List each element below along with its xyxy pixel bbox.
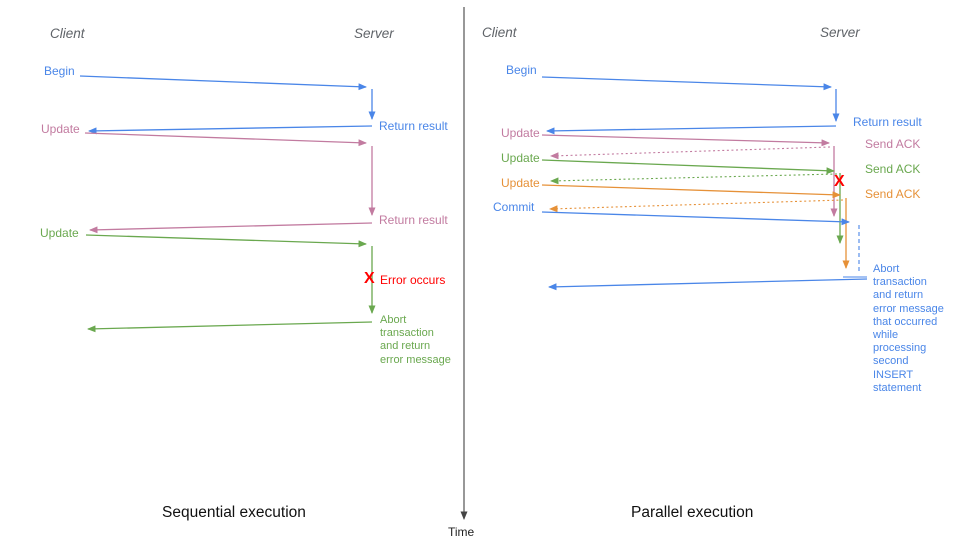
left-update2-request-arrow — [85, 234, 367, 248]
left-begin-label: Begin — [44, 64, 75, 78]
right-client-header: Client — [482, 25, 517, 40]
right-commit-request-arrow — [541, 211, 850, 226]
right-update3-request-arrow — [541, 184, 841, 199]
right-begin-request-arrow — [541, 76, 832, 91]
right-update1-label: Update — [501, 126, 540, 140]
left-update1-label: Update — [41, 122, 80, 136]
right-update2-ack-dotted-arrow — [550, 173, 838, 185]
left-abort-response-arrow — [87, 321, 373, 333]
left-begin-response-arrow — [88, 125, 373, 135]
right-update2-label: Update — [501, 151, 540, 165]
time-axis-label: Time — [448, 525, 475, 539]
left-update1-return-label: Return result — [379, 213, 448, 227]
right-update1-request-arrow — [541, 134, 830, 147]
left-abort-message: Abort transaction and return error messa… — [380, 314, 451, 366]
right-update3-ack-label: Send ACK — [865, 187, 921, 201]
right-begin-return-label: Return result — [853, 115, 922, 129]
left-error-label: Error occurs — [380, 273, 446, 287]
right-parallel-diagram-lines — [541, 76, 868, 291]
right-update1-ack-dotted-arrow — [550, 146, 831, 160]
left-server-header: Server — [354, 26, 394, 41]
left-update2-label: Update — [40, 226, 79, 240]
left-sequential-diagram-lines — [79, 75, 376, 333]
right-update2-ack-label: Send ACK — [865, 162, 921, 176]
left-error-x-icon: X — [364, 270, 375, 287]
right-begin-response-arrow — [546, 125, 837, 135]
left-client-header: Client — [50, 26, 85, 41]
right-update2-request-arrow — [541, 159, 835, 175]
right-begin-label: Begin — [506, 63, 537, 77]
right-abort-message: Abort transaction and return error messa… — [873, 263, 944, 394]
right-server-header: Server — [820, 25, 860, 40]
right-error-x-icon: X — [834, 173, 845, 190]
left-update1-response-arrow — [89, 222, 373, 234]
right-update1-ack-label: Send ACK — [865, 137, 921, 151]
left-begin-return-label: Return result — [379, 119, 448, 133]
left-diagram-caption: Sequential execution — [162, 504, 306, 521]
right-update3-label: Update — [501, 176, 540, 190]
left-update1-request-arrow — [84, 132, 367, 147]
right-abort-response-arrow — [548, 278, 868, 291]
right-commit-label: Commit — [493, 200, 535, 214]
right-diagram-caption: Parallel execution — [631, 504, 754, 521]
left-begin-request-arrow — [79, 75, 367, 91]
right-update3-ack-dotted-arrow — [549, 199, 844, 213]
